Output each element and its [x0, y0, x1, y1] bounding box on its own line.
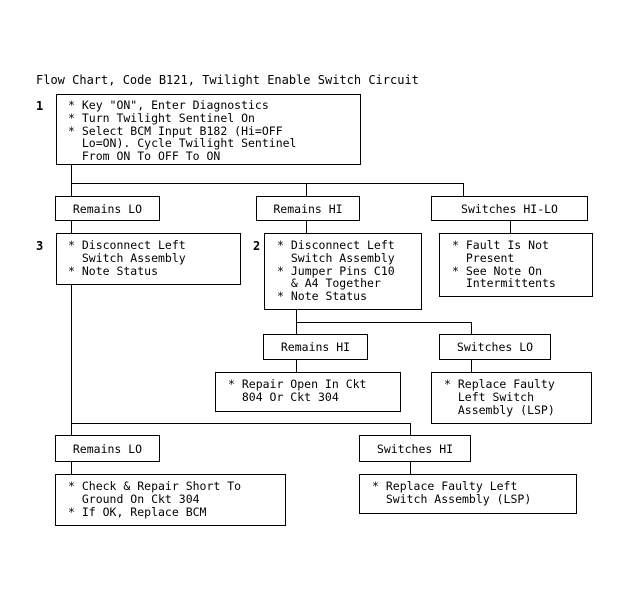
connector-line: [471, 322, 472, 335]
step3-text: * Disconnect Left Switch Assembly * Note…: [68, 238, 186, 278]
replace-lsp-2-text: * Replace Faulty Left Switch Assembly (L…: [372, 479, 532, 506]
connector-line: [71, 164, 72, 197]
check-repair-short-text: * Check & Repair Short To Ground On Ckt …: [68, 479, 242, 519]
step-number-1: 1: [36, 99, 44, 113]
switches-hi-label: Switches HI: [359, 435, 471, 462]
replace-lsp-2-box: * Replace Faulty Left Switch Assembly (L…: [359, 474, 577, 514]
step-number-3: 3: [36, 239, 44, 253]
connector-line: [71, 284, 72, 436]
fault-not-present-box: * Fault Is Not Present * See Note On Int…: [439, 233, 593, 297]
replace-lsp-1-box: * Replace Faulty Left Switch Assembly (L…: [431, 372, 592, 424]
switches-hi-lo-label: Switches HI-LO: [431, 196, 588, 221]
step2-text: * Disconnect Left Switch Assembly * Jump…: [277, 238, 395, 304]
connector-line: [71, 423, 411, 424]
connector-line: [296, 359, 297, 373]
check-repair-short-box: * Check & Repair Short To Ground On Ckt …: [55, 474, 286, 526]
repair-open-box: * Repair Open In Ckt 804 Or Ckt 304: [215, 372, 401, 412]
replace-lsp-1-text: * Replace Faulty Left Switch Assembly (L…: [444, 377, 555, 417]
step1-box: * Key "ON", Enter Diagnostics * Turn Twi…: [56, 94, 361, 165]
step2-box: * Disconnect Left Switch Assembly * Jump…: [264, 233, 422, 310]
connector-line: [71, 461, 72, 475]
remains-hi-label: Remains HI: [256, 196, 360, 221]
chart-title: Flow Chart, Code B121, Twilight Enable S…: [36, 73, 419, 87]
connector-line: [71, 220, 72, 234]
connector-line: [510, 220, 511, 234]
connector-line: [463, 183, 464, 197]
step1-text: * Key "ON", Enter Diagnostics * Turn Twi…: [68, 98, 297, 164]
connector-line: [410, 423, 411, 436]
remains-hi-2-label: Remains HI: [263, 334, 368, 360]
connector-line: [71, 183, 464, 184]
fault-not-present-text: * Fault Is Not Present * See Note On Int…: [452, 238, 556, 291]
remains-lo-2-label: Remains LO: [55, 435, 160, 462]
connector-line: [296, 322, 472, 323]
connector-line: [306, 183, 307, 197]
step-number-2: 2: [253, 239, 261, 253]
repair-open-text: * Repair Open In Ckt 804 Or Ckt 304: [228, 377, 367, 404]
connector-line: [410, 461, 411, 475]
step3-box: * Disconnect Left Switch Assembly * Note…: [56, 233, 241, 285]
connector-line: [471, 359, 472, 373]
connector-line: [306, 220, 307, 234]
switches-lo-label: Switches LO: [439, 334, 551, 360]
remains-lo-label: Remains LO: [55, 196, 160, 221]
